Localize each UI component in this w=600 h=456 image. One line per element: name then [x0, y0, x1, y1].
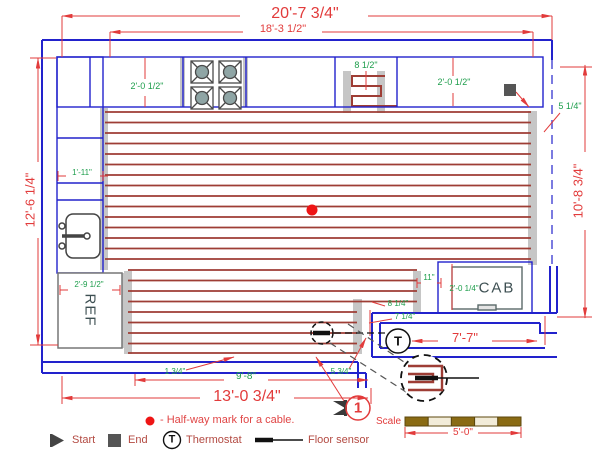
legend-thermostat-letter: T — [168, 433, 176, 446]
ref-label: REF — [81, 293, 99, 327]
dim-left-cabinet: 1'-11" — [72, 168, 92, 177]
dim-end-gap: 5 3/4" — [330, 367, 352, 376]
ref-box — [57, 272, 123, 349]
dim-gap-1-3-4: 1 3/4" — [164, 367, 186, 376]
cab-label: CAB — [478, 279, 516, 297]
dim-top-inner: 18'-3 1/2" — [259, 23, 307, 35]
cable-serpentine-coil — [351, 75, 397, 107]
cab-box — [451, 266, 523, 311]
dim-scale: 5'-0" — [453, 427, 473, 438]
legend-thermostat-label: Thermostat — [186, 434, 242, 446]
legend-floor-sensor-label: Floor sensor — [308, 434, 370, 446]
scale-bar — [404, 416, 522, 427]
dim-right-gap: 5 1/4" — [558, 101, 582, 111]
dim-nook: 7'-7" — [452, 330, 478, 345]
legend-start-label: Start — [72, 434, 96, 446]
callout-1 — [333, 395, 371, 421]
dim-left: 12'-6 1/4" — [22, 172, 38, 228]
halfway-mark-dot — [306, 204, 318, 216]
legend-symbols — [50, 416, 303, 450]
dim-right: 10'-8 3/4" — [570, 163, 586, 219]
dim-gap-7-quarter: 7 1/4" — [394, 312, 416, 321]
callout-number: 1 — [353, 399, 363, 417]
legend-thermostat-icon — [162, 430, 182, 450]
legend-start-icon — [52, 434, 64, 447]
stove-burners — [190, 60, 242, 110]
scale-label: Scale — [376, 416, 402, 427]
heating-cable-lines — [105, 111, 531, 354]
room-walls — [41, 39, 558, 388]
legend-halfway-text: - Half-way mark for a cable. — [160, 414, 295, 426]
thermostat-icon-plan — [385, 328, 411, 354]
dim-bottom-main: 13'-0 3/4" — [213, 388, 281, 405]
dim-ref-width: 2'-9 1/2" — [74, 280, 104, 289]
dim-top-main: 20'-7 3/4" — [271, 5, 339, 22]
floor-sensor-on-plan — [310, 321, 385, 345]
thermostat-letter-plan: T — [394, 333, 402, 349]
dim-coil: 8 1/2" — [354, 60, 378, 70]
dim-cab-gap: 11" — [423, 273, 435, 282]
legend-end-label: End — [128, 434, 148, 446]
dim-counter-left: 2'-0 1/2" — [130, 81, 164, 91]
dim-counter-right: 2'-0 1/2" — [437, 77, 471, 87]
dimension-lines-red — [30, 13, 592, 438]
dim-gap-8-quarter: 8 1/4" — [387, 299, 409, 308]
sink-icon — [58, 213, 101, 259]
dim-cab-width: 2'-0 1/4" — [449, 284, 479, 293]
sensor-detail-magnifier — [329, 323, 479, 402]
legend-halfway-dot-icon — [145, 416, 155, 426]
cable-end-marker-icon — [504, 84, 516, 96]
dim-bottom-inner: 9'-8" — [236, 371, 256, 382]
legend-end-icon — [108, 434, 121, 447]
